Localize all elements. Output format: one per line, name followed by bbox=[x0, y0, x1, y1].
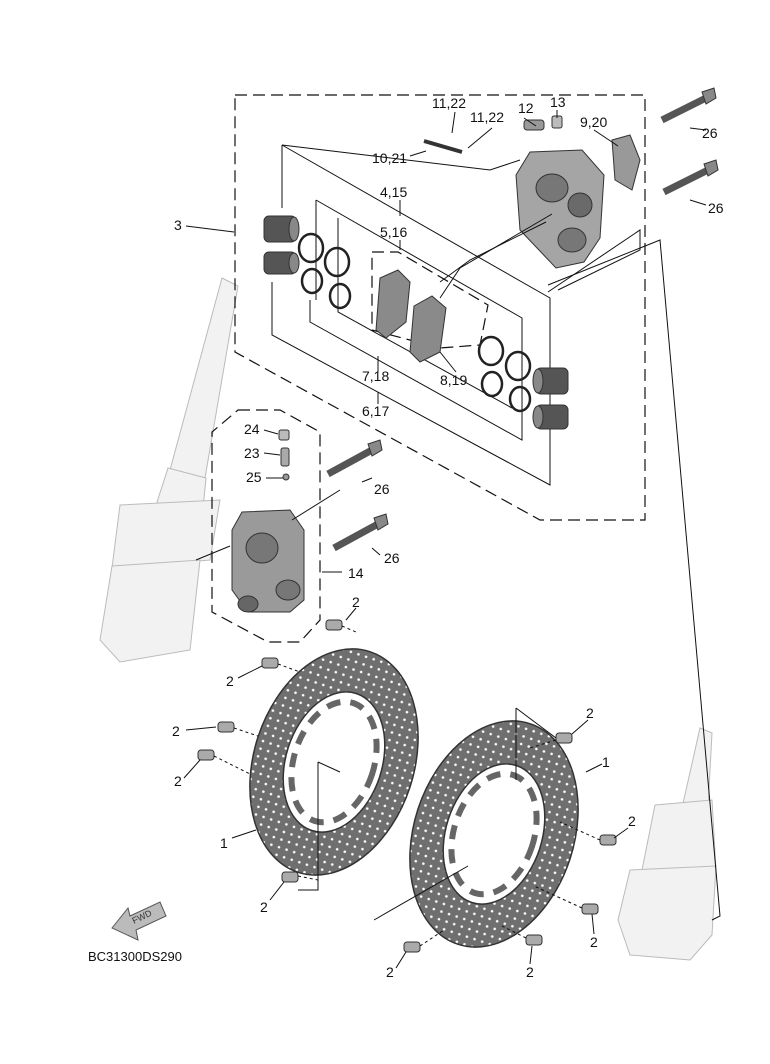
label-23: 23 bbox=[244, 445, 260, 461]
diagram-code: BC31300DS290 bbox=[88, 949, 182, 964]
label-11-22-b: 11,22 bbox=[470, 109, 504, 125]
lower-caliper-bleed-parts bbox=[278, 429, 290, 481]
label-1-a: 1 bbox=[220, 835, 228, 851]
lower-brake-caliper bbox=[231, 509, 305, 613]
caliper-bolt-upper-1 bbox=[660, 87, 717, 124]
caliper-bolt-upper-2 bbox=[662, 159, 719, 196]
label-2-h: 2 bbox=[590, 934, 598, 950]
label-12: 12 bbox=[518, 100, 534, 116]
label-1-b: 1 bbox=[602, 754, 610, 770]
brake-disc-right bbox=[409, 720, 579, 948]
label-9-20: 9,20 bbox=[580, 114, 607, 130]
label-2-d: 2 bbox=[174, 773, 182, 789]
label-2-e: 2 bbox=[260, 899, 268, 915]
right-fork-leg bbox=[617, 727, 717, 961]
label-6-17: 6,17 bbox=[362, 403, 389, 419]
label-3: 3 bbox=[174, 217, 182, 233]
caliper-bolt-lower-2 bbox=[332, 513, 389, 552]
label-2-j: 2 bbox=[386, 964, 394, 980]
piston-left-upper bbox=[263, 215, 300, 243]
label-2-c: 2 bbox=[172, 723, 180, 739]
label-2-a: 2 bbox=[352, 594, 360, 610]
piston-left-lower bbox=[263, 251, 300, 275]
pad-spring bbox=[611, 134, 641, 191]
label-8-19: 8,19 bbox=[440, 372, 467, 388]
label-13: 13 bbox=[550, 94, 566, 110]
upper-brake-caliper bbox=[515, 149, 605, 269]
label-7-18: 7,18 bbox=[362, 368, 389, 384]
forward-direction-arrow: FWD bbox=[111, 901, 167, 941]
caliper-14-boundary bbox=[211, 409, 321, 643]
label-26-b: 26 bbox=[708, 200, 724, 216]
left-fork-leg bbox=[99, 277, 239, 663]
seals-right bbox=[477, 335, 532, 413]
label-2-f: 2 bbox=[586, 705, 594, 721]
label-24: 24 bbox=[244, 421, 260, 437]
pad-pin bbox=[423, 139, 463, 154]
label-4-15: 4,15 bbox=[380, 184, 407, 200]
label-26-c: 26 bbox=[374, 481, 390, 497]
label-26-a: 26 bbox=[702, 125, 718, 141]
label-2-g: 2 bbox=[628, 813, 636, 829]
piston-right-upper bbox=[532, 367, 569, 395]
disc-bolts bbox=[197, 619, 617, 953]
piston-seal-brackets bbox=[271, 144, 641, 486]
brake-pad-1 bbox=[375, 269, 411, 339]
label-10-21: 10,21 bbox=[372, 150, 407, 166]
seals-left bbox=[297, 232, 352, 310]
label-11-22-a: 11,22 bbox=[432, 95, 466, 111]
label-25: 25 bbox=[246, 469, 262, 485]
caliper-assembly-boundary bbox=[234, 94, 646, 521]
bleed-screw-upper bbox=[523, 115, 563, 131]
caliper-bolt-lower-1 bbox=[326, 439, 383, 478]
label-2-b: 2 bbox=[226, 673, 234, 689]
label-2-i: 2 bbox=[526, 964, 534, 980]
brake-disc-left bbox=[249, 648, 419, 876]
piston-right-lower bbox=[532, 404, 569, 430]
label-5-16: 5,16 bbox=[380, 224, 407, 240]
label-26-d: 26 bbox=[384, 550, 400, 566]
label-14: 14 bbox=[348, 565, 364, 581]
leader-lines bbox=[183, 110, 721, 969]
